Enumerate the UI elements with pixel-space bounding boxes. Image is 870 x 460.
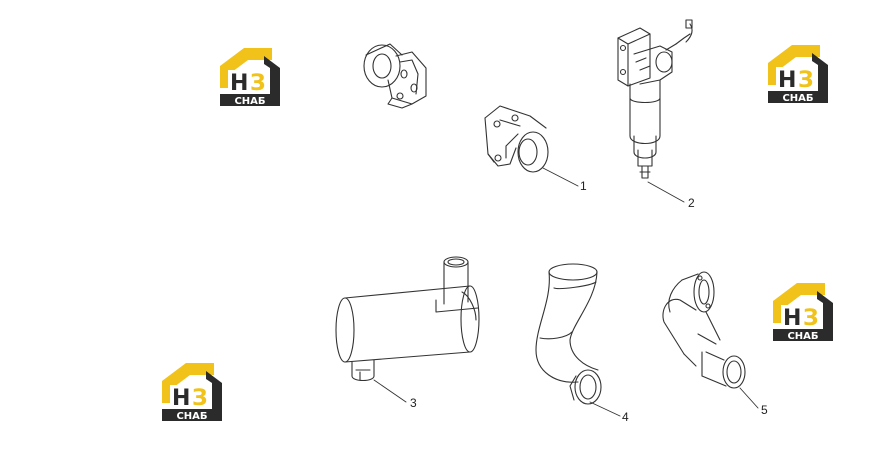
watermark-logo-3 — [773, 283, 833, 342]
muffler — [335, 256, 480, 382]
curved-pipe — [535, 263, 602, 405]
elbow-flange-pipe — [662, 271, 746, 389]
callout-5: 5 — [761, 403, 768, 417]
watermark-logo-2 — [768, 45, 828, 104]
watermark-logo-1 — [220, 48, 280, 107]
callout-2: 2 — [688, 196, 695, 210]
callout-4: 4 — [622, 410, 629, 424]
mounting-bracket — [484, 105, 549, 173]
mounting-bracket-upper — [363, 43, 427, 109]
fuel-filter-water-separator — [617, 19, 693, 179]
callout-3: 3 — [410, 396, 417, 410]
watermark-logo-4 — [162, 363, 222, 422]
callout-1: 1 — [580, 179, 587, 193]
